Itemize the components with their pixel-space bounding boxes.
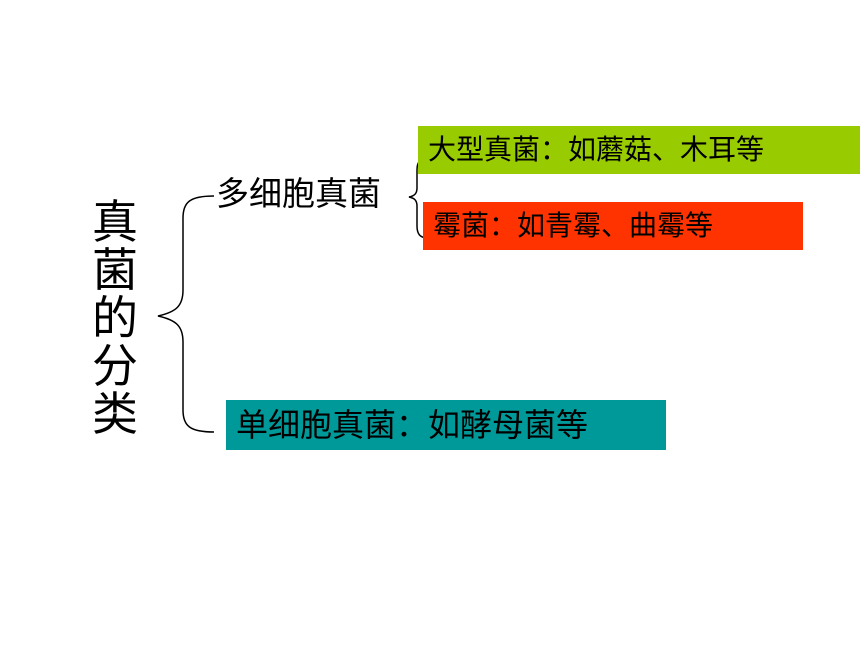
- single-cell-box: 单细胞真菌：如酵母菌等: [226, 400, 666, 450]
- title-char-3: 的: [92, 291, 138, 345]
- diagram-title: 真 菌 的 分 类: [84, 198, 146, 438]
- title-char-4: 分: [92, 339, 138, 393]
- main-brace: [157, 195, 215, 433]
- sub-brace: [408, 157, 429, 239]
- title-char-1: 真: [92, 195, 138, 249]
- mold-box: 霉菌：如青霉、曲霉等: [423, 202, 803, 250]
- large-fungi-box: 大型真菌：如蘑菇、木耳等: [418, 126, 860, 174]
- multicellular-label: 多细胞真菌: [216, 174, 381, 213]
- title-char-2: 菌: [92, 243, 138, 297]
- title-char-5: 类: [92, 387, 138, 441]
